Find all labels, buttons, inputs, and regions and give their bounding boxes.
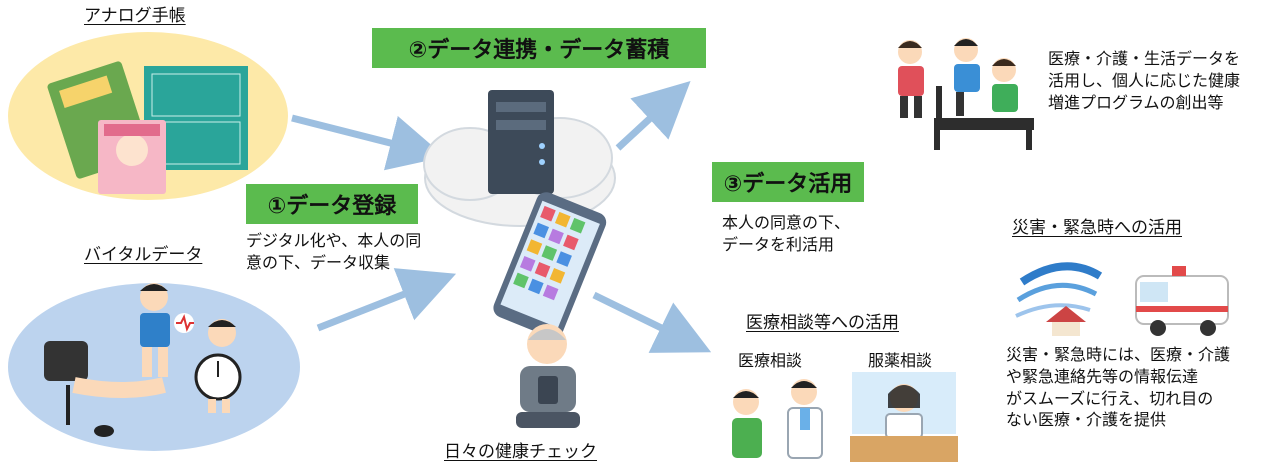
patient-icon <box>732 389 762 458</box>
health-program-text: 医療・介護・生活データを 活用し、個人に応じた健康 増進プログラムの創出等 <box>1048 49 1241 112</box>
medical-consult-label: 医療相談 <box>738 351 803 370</box>
doctor-icon <box>787 379 823 459</box>
medical-consult-title: 医療相談等への活用 <box>746 313 899 333</box>
medication-consult-label: 服薬相談 <box>868 351 933 370</box>
treadmill-icon <box>934 86 1034 150</box>
step1-description: デジタル化や、本人の同 意の下、データ収集 <box>246 231 422 272</box>
server-icon <box>488 90 554 194</box>
daily-health-check-caption: 日々の健康チェック <box>444 442 597 462</box>
arrow-cloud-to-health <box>615 81 691 151</box>
runner-green-icon <box>992 58 1018 112</box>
medical-consult-illustration <box>732 372 958 462</box>
arrow-analog-to-cloud <box>291 114 446 171</box>
smartphone-icon <box>493 192 607 339</box>
ambulance-icon <box>1135 266 1229 336</box>
disaster-illustration <box>1015 262 1229 336</box>
disaster-text: 災害・緊急時には、医療・介護 や緊急連絡先等の情報伝達 がスムーズに行え、切れ目… <box>1006 345 1231 430</box>
step1-label: ①データ登録 <box>246 184 418 224</box>
heart-rate-icon <box>174 313 194 333</box>
house-icon <box>1046 306 1086 336</box>
arrow-vital-to-cloud <box>316 268 457 332</box>
step3-description: 本人の同意の下、 データを利活用 <box>722 213 851 254</box>
maternal-handbook-icon <box>98 120 166 194</box>
trainer-icon <box>898 40 924 118</box>
walking-boy-icon <box>140 283 170 377</box>
blood-pressure-cuff-icon <box>44 341 166 437</box>
pharmacist-icon <box>850 372 958 462</box>
cloud-storage-illustration <box>423 90 616 339</box>
analog-notebook-title: アナログ手帳 <box>84 6 186 26</box>
step2-label: ②データ連携・データ蓄積 <box>372 28 706 68</box>
step3-label: ③データ活用 <box>712 162 864 202</box>
typhoon-icon <box>1015 262 1103 318</box>
vital-data-title: バイタルデータ <box>84 245 203 265</box>
analog-notebook-illustration <box>8 32 288 200</box>
runner-blue-icon <box>954 38 980 116</box>
vital-data-illustration <box>8 283 300 451</box>
disaster-title: 災害・緊急時への活用 <box>1012 218 1182 238</box>
boy-with-scale-icon <box>194 319 242 413</box>
treadmill-illustration <box>898 38 1034 150</box>
arrow-cloud-to-medical <box>592 291 712 353</box>
elderly-person-illustration <box>516 324 580 428</box>
